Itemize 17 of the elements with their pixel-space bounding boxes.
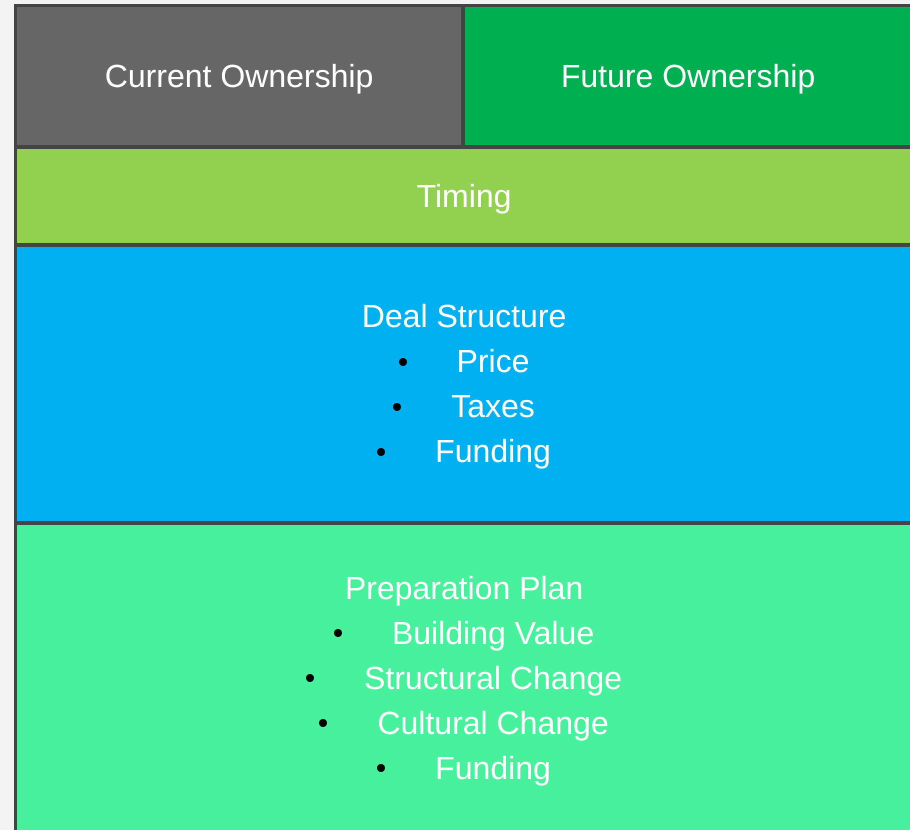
list-item: Funding: [435, 750, 551, 786]
list-item: Building Value: [392, 614, 594, 652]
section-box: [14, 146, 910, 246]
section-box: [14, 522, 910, 830]
list-item: Funding: [435, 433, 551, 470]
section-heading: Timing: [416, 178, 512, 214]
list-item: Price: [456, 343, 530, 380]
section-box: [14, 4, 464, 148]
list-item: Cultural Change: [377, 704, 609, 742]
section-heading: Preparation Plan: [344, 570, 584, 606]
section-box: [14, 244, 910, 524]
section-heading: Current Ownership: [104, 58, 374, 94]
section-heading: Deal Structure: [362, 298, 566, 335]
section-heading: Future Ownership: [560, 58, 816, 94]
list-item: Taxes: [451, 388, 535, 425]
section-box: [462, 4, 910, 148]
list-item: Structural Change: [364, 660, 622, 696]
